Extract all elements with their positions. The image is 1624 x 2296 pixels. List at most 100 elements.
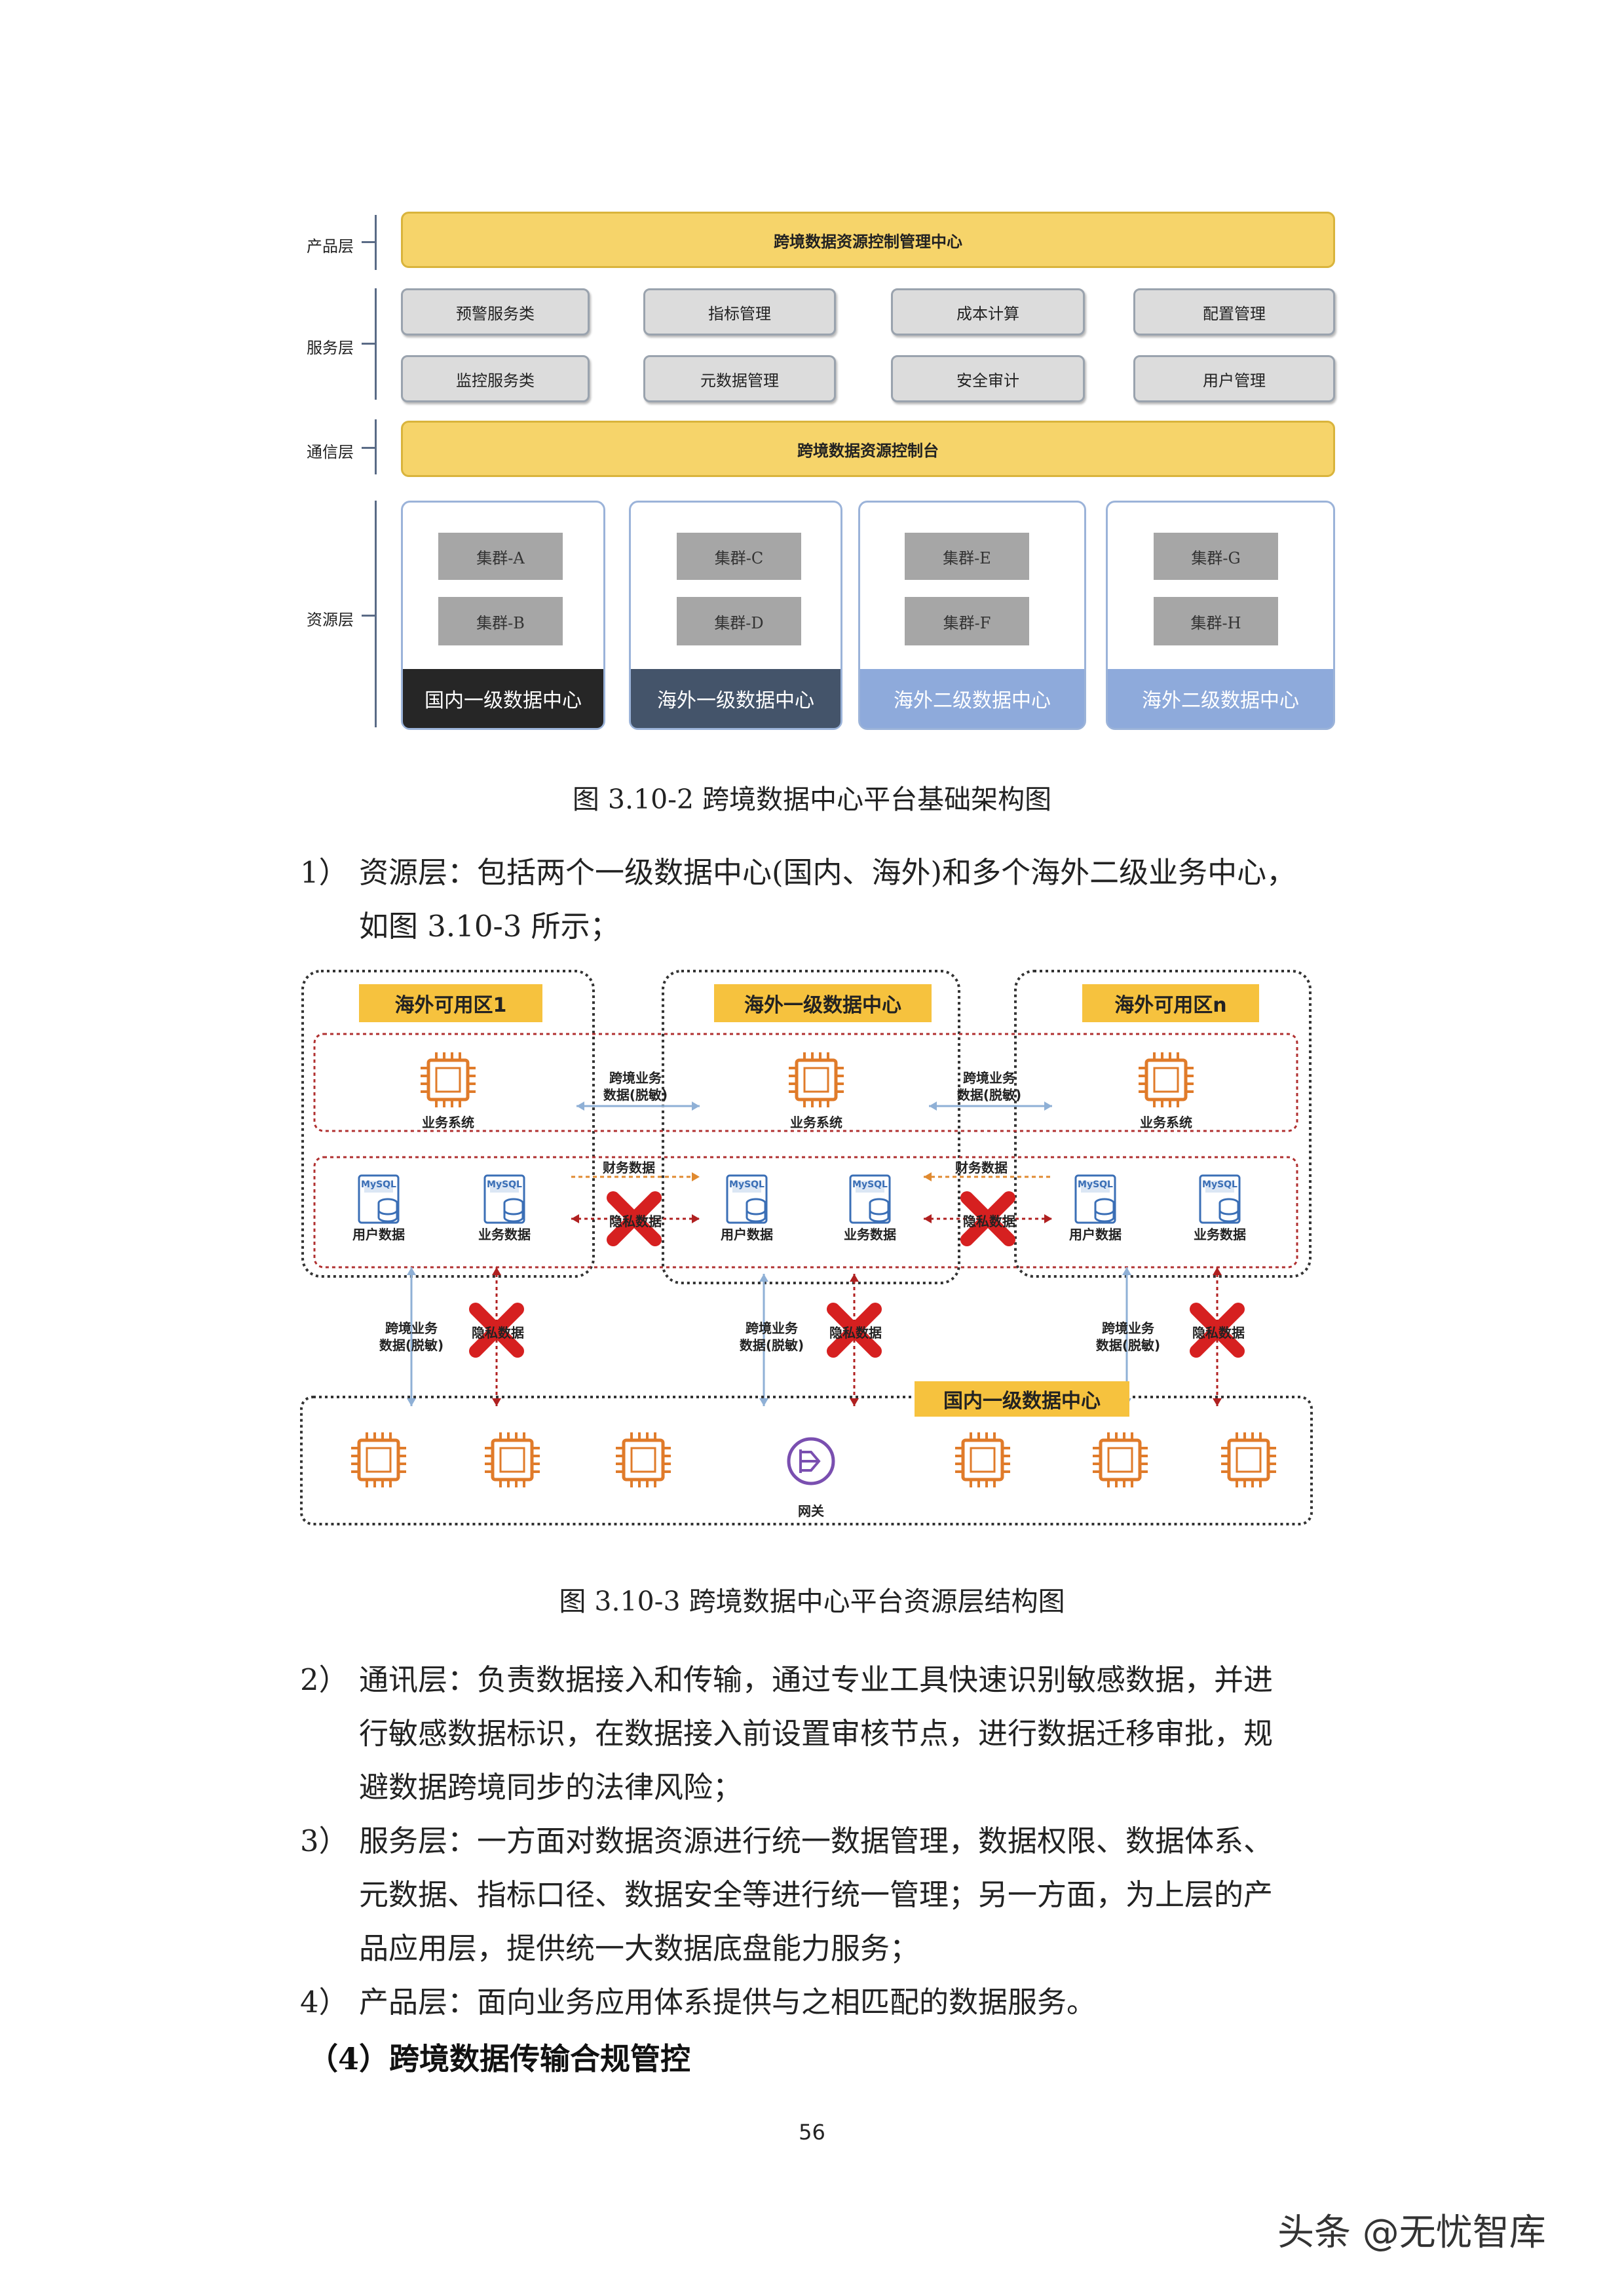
label-biz-data: 业务数据 xyxy=(844,1227,896,1242)
zone-title: 海外一级数据中心 xyxy=(714,984,932,1022)
label-cross-biz: 跨境业务数据(脱敏) xyxy=(1095,1320,1161,1353)
paragraph-line: 品应用层，提供统一大数据底盘能力服务； xyxy=(359,1931,920,1966)
service-box: 成本计算 xyxy=(891,288,1085,335)
label-user-data: 用户数据 xyxy=(352,1227,405,1242)
bracket-service xyxy=(375,288,377,400)
chip-icon xyxy=(1221,1432,1276,1487)
chip-icon xyxy=(421,1052,476,1107)
cluster-box: 集群-B xyxy=(438,597,563,645)
mysql-label: MySQL xyxy=(1202,1179,1237,1190)
list-number: 4） xyxy=(300,1985,349,2019)
label-biz-data: 业务数据 xyxy=(1194,1227,1246,1242)
label-cross-biz: 跨境业务数据(脱敏) xyxy=(739,1320,804,1353)
mysql-label: MySQL xyxy=(361,1179,396,1190)
bracket-tick xyxy=(362,241,375,243)
page-number: 56 xyxy=(799,2120,825,2145)
label-cross-biz: 跨境业务数据(脱敏) xyxy=(379,1320,444,1353)
cluster-box: 集群-F xyxy=(905,597,1029,645)
mysql-label: MySQL xyxy=(487,1179,522,1190)
data-band xyxy=(313,1156,1298,1269)
zone-box xyxy=(301,970,595,1278)
label-privacy: 隐私数据 xyxy=(1192,1325,1245,1341)
cluster-box: 集群-C xyxy=(677,533,801,580)
paragraph-line: 产品层：面向业务应用体系提供与之相匹配的数据服务。 xyxy=(359,1985,1097,2019)
label-user-data: 用户数据 xyxy=(1069,1227,1122,1242)
paragraph-line: 通讯层：负责数据接入和传输，通过专业工具快速识别敏感数据，并进 xyxy=(359,1662,1274,1697)
datacenter-label: 国内一级数据中心 xyxy=(403,669,603,728)
datacenter-box: 集群-A 集群-B 国内一级数据中心 xyxy=(401,501,605,730)
label-biz-system: 业务系统 xyxy=(790,1115,842,1130)
layer-label-product: 产品层 xyxy=(307,237,354,256)
datacenter-box: 集群-G 集群-H 海外二级数据中心 xyxy=(1106,501,1335,730)
chip-icon xyxy=(789,1052,844,1107)
cluster-box: 集群-A xyxy=(438,533,563,580)
chip-icon xyxy=(351,1432,406,1487)
product-layer-bar: 跨境数据资源控制管理中心 xyxy=(401,212,1335,268)
bracket-tick xyxy=(362,447,375,449)
label-biz-system: 业务系统 xyxy=(422,1115,474,1130)
paragraph-line: 元数据、指标口径、数据安全等进行统一管理；另一方面，为上层的产 xyxy=(359,1877,1274,1912)
chip-icon xyxy=(1093,1432,1148,1487)
bracket-tick xyxy=(362,615,375,617)
paragraph-line: 服务层：一方面对数据资源进行统一数据管理，数据权限、数据体系、 xyxy=(359,1824,1274,1858)
label-finance: 财务数据 xyxy=(603,1160,655,1176)
datacenter-label: 海外一级数据中心 xyxy=(631,669,840,728)
service-box: 预警服务类 xyxy=(401,288,590,335)
label-privacy: 隐私数据 xyxy=(963,1214,1015,1229)
chip-icon xyxy=(1139,1052,1194,1107)
service-box: 配置管理 xyxy=(1133,288,1335,335)
zone-title: 海外可用区n xyxy=(1082,984,1259,1022)
figure-caption-2: 图 3.10-3 跨境数据中心平台资源层结构图 xyxy=(559,1586,1065,1617)
service-box: 用户管理 xyxy=(1133,355,1335,402)
comm-layer-bar: 跨境数据资源控制台 xyxy=(401,421,1335,477)
mysql-label: MySQL xyxy=(852,1179,888,1190)
label-cross-biz: 跨境业务数据(脱敏) xyxy=(603,1070,668,1103)
label-privacy: 隐私数据 xyxy=(609,1214,662,1229)
label-biz-data: 业务数据 xyxy=(478,1227,531,1242)
chip-icon xyxy=(616,1432,671,1487)
layer-label-resource: 资源层 xyxy=(307,611,354,629)
service-box: 元数据管理 xyxy=(643,355,836,402)
paragraph-line: 资源层：包括两个一级数据中心(国内、海外)和多个海外二级业务中心， xyxy=(359,855,1296,890)
label-privacy: 隐私数据 xyxy=(829,1325,882,1341)
chip-icon xyxy=(955,1432,1010,1487)
paragraph-line: 如图 3.10-3 所示； xyxy=(359,909,620,944)
service-box: 安全审计 xyxy=(891,355,1085,402)
cluster-box: 集群-D xyxy=(677,597,801,645)
section-heading: （4）跨境数据传输合规管控 xyxy=(308,2041,691,2076)
domestic-box xyxy=(300,1396,1313,1525)
datacenter-box: 集群-C 集群-D 海外一级数据中心 xyxy=(629,501,842,730)
zone-box xyxy=(1014,970,1312,1278)
layer-label-service: 服务层 xyxy=(307,339,354,357)
zone-title: 海外可用区1 xyxy=(359,984,542,1022)
bracket-product xyxy=(375,215,377,270)
mysql-label: MySQL xyxy=(729,1179,765,1190)
datacenter-label: 海外二级数据中心 xyxy=(1108,669,1333,728)
bracket-tick xyxy=(362,343,375,345)
figure-caption-1: 图 3.10-2 跨境数据中心平台基础架构图 xyxy=(572,784,1052,815)
paragraph-line: 行敏感数据标识，在数据接入前设置审核节点，进行数据迁移审批，规 xyxy=(359,1716,1274,1751)
bracket-resource xyxy=(375,501,377,727)
label-privacy: 隐私数据 xyxy=(472,1325,524,1341)
label-cross-biz: 跨境业务数据(脱敏) xyxy=(956,1070,1022,1103)
chip-icon xyxy=(485,1432,540,1487)
business-band xyxy=(313,1033,1298,1132)
datacenter-label: 海外二级数据中心 xyxy=(860,669,1084,728)
zone-box xyxy=(662,970,960,1284)
layer-label-comm: 通信层 xyxy=(307,443,354,461)
list-number: 3） xyxy=(300,1824,349,1858)
figure-resource-layer xyxy=(300,970,1313,1525)
cluster-box: 集群-H xyxy=(1154,597,1278,645)
list-number: 1） xyxy=(300,855,349,890)
service-box: 指标管理 xyxy=(643,288,836,335)
datacenter-box: 集群-E 集群-F 海外二级数据中心 xyxy=(858,501,1086,730)
label-biz-system: 业务系统 xyxy=(1140,1115,1192,1130)
label-user-data: 用户数据 xyxy=(721,1227,773,1242)
list-number: 2） xyxy=(300,1662,349,1697)
domestic-title: 国内一级数据中心 xyxy=(915,1381,1129,1417)
cluster-box: 集群-E xyxy=(905,533,1029,580)
bracket-comm xyxy=(375,419,377,474)
label-gateway: 网关 xyxy=(798,1503,824,1519)
paragraph-line: 避数据跨境同步的法律风险； xyxy=(359,1770,743,1805)
cluster-box: 集群-G xyxy=(1154,533,1278,580)
